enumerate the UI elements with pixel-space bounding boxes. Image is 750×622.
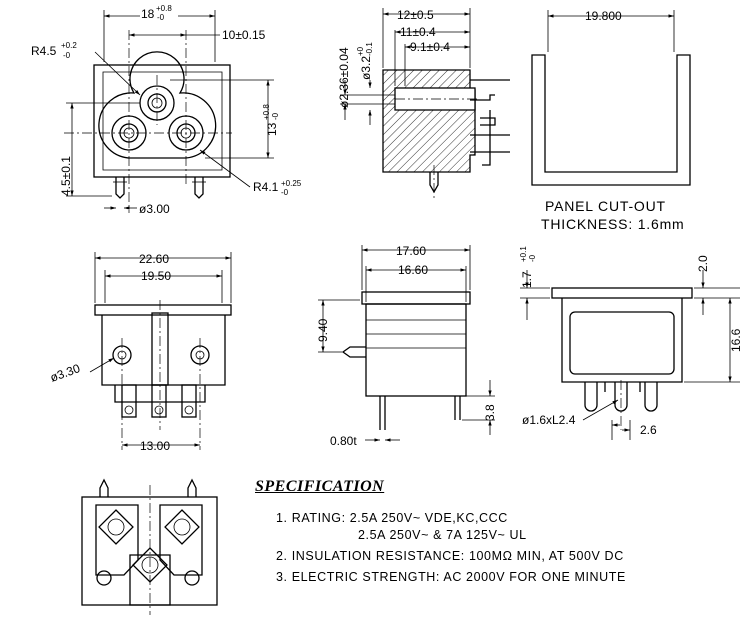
dim-1-7-tol-dn: -0 xyxy=(528,254,537,262)
panel-cutout-thickness: THICKNESS: 1.6mm xyxy=(541,216,685,232)
dim-r41-tol-up: +0.25 xyxy=(281,179,302,188)
side-view xyxy=(318,245,495,442)
panel-cutout-labels: 19.800 xyxy=(585,9,622,23)
spec-item-1b: 2.5A 250V~ & 7A 125V~ UL xyxy=(358,528,527,542)
panel-cutout-view xyxy=(531,10,691,186)
dim-2-0: 2.0 xyxy=(696,255,710,272)
dim-dia-3-2-tol-dn: -0.1 xyxy=(365,42,374,56)
dim-9-4: 9.40 xyxy=(316,318,330,342)
dim-18: 18 xyxy=(141,7,155,21)
flange-view xyxy=(520,270,740,440)
dim-18-tol-up: +0.8 xyxy=(156,4,172,13)
dim-1-7-tol-up: +0.1 xyxy=(519,246,528,262)
front-view-labels: 18 +0.8 -0 10±0.15 R4.5 +0.2 -0 13 +0.8 … xyxy=(31,4,302,216)
dim-11: 11±0.4 xyxy=(400,25,436,39)
spec-item-2: 2. INSULATION RESISTANCE: 100MΩ MIN, AT … xyxy=(276,549,624,563)
dim-r45-tol-up: +0.2 xyxy=(61,41,77,50)
dim-0-8t: 0.80t xyxy=(330,434,357,448)
dim-10: 10±0.15 xyxy=(222,28,266,42)
dim-2-6: 2.6 xyxy=(640,423,657,437)
flange-view-labels: 1.7 +0.1 -0 2.0 16.6 ø1.6xL2.4 2.6 xyxy=(519,246,743,437)
dim-16-6-vert: 16.6 xyxy=(729,328,743,352)
dim-13-tol-dn: -0 xyxy=(271,112,280,120)
dim-13: 13 xyxy=(265,122,279,136)
dim-13-00: 13.00 xyxy=(140,439,170,453)
dim-r41-tol-dn: -0 xyxy=(281,188,289,197)
dim-dia-3-2: ø3.2 xyxy=(359,56,373,80)
dim-19-8: 19.800 xyxy=(585,9,622,23)
dim-r45: R4.5 xyxy=(31,44,57,58)
dim-22-6: 22.60 xyxy=(139,252,169,266)
spec-item-1a: 1. RATING: 2.5A 250V~ VDE,KC,CCC xyxy=(276,511,508,525)
dim-13-tol-up: +0.8 xyxy=(262,104,271,120)
dim-pin-3: ø3.00 xyxy=(139,202,170,216)
front-body-outline xyxy=(93,64,231,178)
dim-r41: R4.1 xyxy=(253,180,279,194)
front-view xyxy=(64,6,274,213)
dim-pin-1-6: ø1.6xL2.4 xyxy=(522,413,576,427)
dim-dia-3-2-tol-up: +0 xyxy=(356,46,365,56)
panel-outline xyxy=(531,54,691,186)
dim-dia-2-36: ø2.36±0.04 xyxy=(337,47,351,108)
dim-4-5: 4.5±0.1 xyxy=(59,156,73,196)
bottom-view-labels: 22.60 19.50 ø3.30 13.00 xyxy=(48,252,171,453)
dim-hole-3-3: ø3.30 xyxy=(48,361,82,385)
clover-outline xyxy=(98,51,217,159)
section-body xyxy=(382,69,476,173)
specification-title: SPECIFICATION xyxy=(255,478,385,495)
side-view-labels: 17.60 16.60 9.40 3.8 0.80t xyxy=(316,244,497,448)
dim-12: 12±0.5 xyxy=(397,8,434,22)
dim-1-7: 1.7 xyxy=(520,271,534,288)
rear-view xyxy=(81,478,218,615)
dim-9-1: 9.1±0.4 xyxy=(410,40,450,54)
spec-item-3: 3. ELECTRIC STRENGTH: AC 2000V FOR ONE M… xyxy=(276,570,626,584)
dim-18-tol-dn: -0 xyxy=(157,13,165,22)
dim-16-6: 16.60 xyxy=(398,263,428,277)
panel-cutout-title: PANEL CUT-OUT xyxy=(545,198,666,214)
section-view-labels: 12±0.5 11±0.4 9.1±0.4 ø2.36±0.04 ø3.2 +0… xyxy=(337,8,450,108)
bottom-view xyxy=(89,252,232,450)
dim-r45-tol-dn: -0 xyxy=(63,51,71,60)
section-view xyxy=(340,8,510,200)
dim-19-5: 19.50 xyxy=(141,269,171,283)
dim-3-8: 3.8 xyxy=(483,404,497,421)
dim-17-6: 17.60 xyxy=(396,244,426,258)
